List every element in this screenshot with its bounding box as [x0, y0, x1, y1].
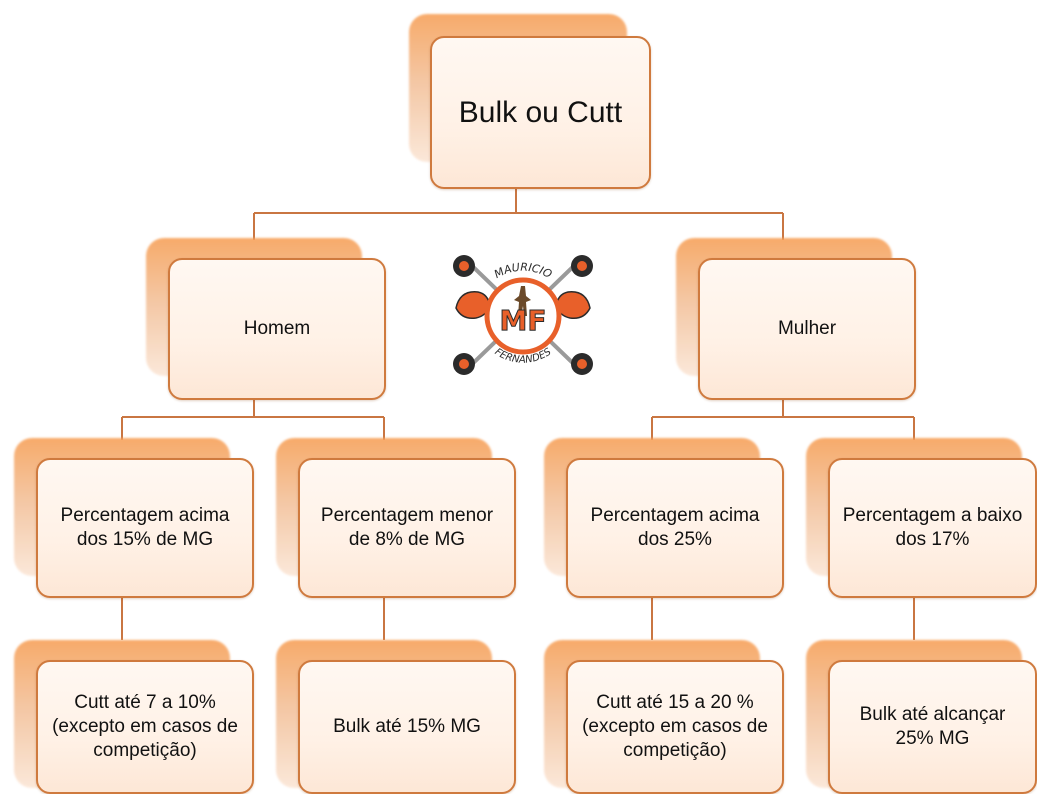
node-homem-condition-1: Percentagem acima dos 15% de MG	[14, 438, 254, 598]
node-homem-label: Homem	[168, 258, 386, 400]
node-mulher-result-2-label: Bulk até alcançar 25% MG	[828, 660, 1037, 794]
node-homem-condition-2-label: Percentagem menor de 8% de MG	[298, 458, 516, 598]
mauricio-fernandes-logo: MAURICIO FERNANDES MF	[453, 255, 593, 375]
node-homem-result-1-label: Cutt até 7 a 10% (excepto em casos de co…	[36, 660, 254, 794]
node-mulher-condition-1-label: Percentagem acima dos 25%	[566, 458, 784, 598]
node-homem-result-2-label: Bulk até 15% MG	[298, 660, 516, 794]
node-homem-condition-1-label: Percentagem acima dos 15% de MG	[36, 458, 254, 598]
node-homem-condition-2: Percentagem menor de 8% de MG	[276, 438, 516, 598]
node-mulher-condition-2-label: Percentagem a baixo dos 17%	[828, 458, 1037, 598]
node-root-label: Bulk ou Cutt	[430, 36, 651, 189]
node-root: Bulk ou Cutt	[409, 14, 651, 189]
node-mulher-condition-2: Percentagem a baixo dos 17%	[806, 438, 1037, 598]
node-mulher-result-2: Bulk até alcançar 25% MG	[806, 640, 1037, 794]
node-homem-result-2: Bulk até 15% MG	[276, 640, 516, 794]
node-mulher-result-1-label: Cutt até 15 a 20 % (excepto em casos de …	[566, 660, 784, 794]
node-mulher-label: Mulher	[698, 258, 916, 400]
node-homem: Homem	[146, 238, 386, 400]
node-mulher-condition-1: Percentagem acima dos 25%	[544, 438, 784, 598]
athlete-figure-icon	[514, 286, 531, 316]
flexed-arm-icon	[455, 291, 591, 320]
node-mulher-result-1: Cutt até 15 a 20 % (excepto em casos de …	[544, 640, 784, 794]
node-mulher: Mulher	[676, 238, 916, 400]
svg-text:MAURICIO: MAURICIO	[492, 261, 554, 282]
logo-initials: MF	[500, 304, 547, 337]
node-homem-result-1: Cutt até 7 a 10% (excepto em casos de co…	[14, 640, 254, 794]
